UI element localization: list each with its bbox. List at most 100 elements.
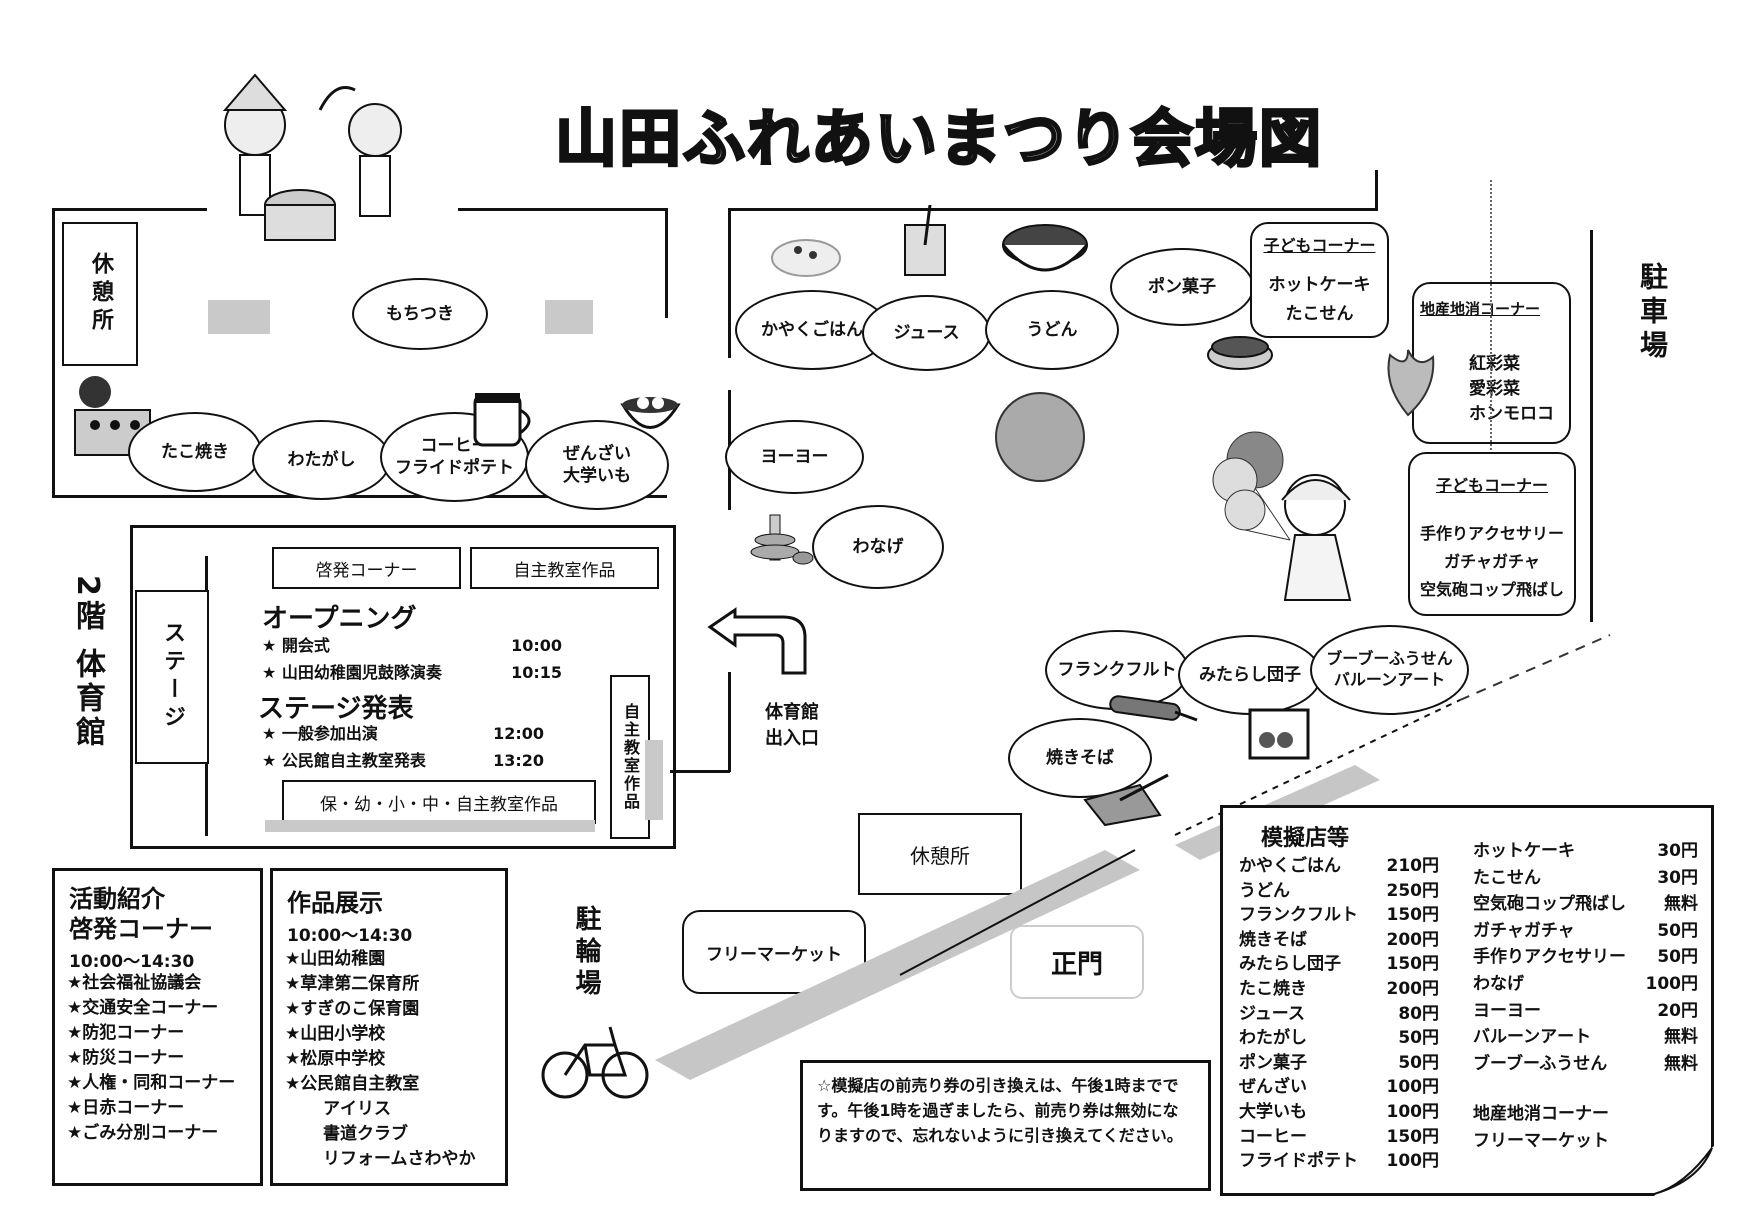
dotted-boundary — [1490, 180, 1492, 450]
opening-title: オープニング — [262, 604, 417, 634]
left-hall-wall-bottom — [52, 495, 667, 498]
kids-corner-1-item: たこせん — [1285, 304, 1354, 324]
booth-watagashi[interactable]: わたがし — [252, 420, 391, 500]
stage-item: ★ 公民館自主教室発表 — [262, 751, 426, 770]
stage-time: 12:00 — [493, 724, 544, 743]
booth-udon[interactable]: うどん — [985, 290, 1119, 370]
price-extra: フリーマーケット — [1473, 1130, 1609, 1151]
left-hall-wall-top-b — [458, 208, 668, 211]
works-box: 作品展示 10:00～14:30 ★山田幼稚園 ★草津第二保育所 ★すぎのこ保育… — [270, 868, 508, 1186]
activities-list: ★社会福祉協議会 ★交通安全コーナー ★防犯コーナー ★防災コーナー ★人権・同… — [67, 971, 235, 1146]
gym-exit-floor — [670, 770, 730, 773]
parking-wall — [1590, 230, 1593, 622]
local-corner-item: 紅彩菜 — [1469, 354, 1520, 374]
works-item: ★すぎのこ保育園 — [285, 999, 420, 1019]
opening-time: 10:00 — [511, 636, 562, 655]
rest-area-center-label: 休憩所 — [910, 843, 970, 868]
frankfurter-illustration — [1109, 695, 1198, 722]
kids-corner-1: 子どもコーナー ホットケーキ たこせん — [1250, 222, 1389, 338]
kids-corner-2-item: 手作りアクセサリー — [1419, 524, 1564, 543]
hoyo-works-label: 保・幼・小・中・自主教室作品 — [320, 794, 558, 815]
left-hall-wall-left — [52, 208, 55, 498]
left-hall-wall-top-a — [52, 208, 207, 211]
activities-item: ★日赤コーナー — [67, 1098, 185, 1118]
booth-frank[interactable]: フランクフルト — [1045, 630, 1189, 710]
center-wall-top-b — [1375, 170, 1378, 211]
works-item: ★公民館自主教室 — [285, 1074, 420, 1094]
works-item: ★松原中学校 — [285, 1049, 386, 1069]
balloon-girl-illustration — [1212, 431, 1352, 601]
booth-yoyo[interactable]: ヨーヨー — [725, 420, 864, 494]
activities-item: ★社会福祉協議会 — [67, 973, 202, 993]
booth-boo-balloon[interactable]: ブーブーふうせん バルーンアート — [1310, 625, 1469, 715]
table-right — [545, 300, 593, 334]
price-row: 空気砲コップ飛ばし無料 — [1473, 894, 1698, 915]
booth-coffee-fries[interactable]: コーヒー フライドポテト — [380, 412, 529, 502]
gym-floor-label: 2階 体育館 — [70, 575, 105, 751]
price-list-title: 模擬店等 — [1261, 826, 1350, 851]
yakisoba-illustration — [1083, 773, 1169, 827]
works-sub-item: アイリス — [323, 1099, 391, 1119]
bike-parking-label: 駐輪場 — [571, 905, 601, 1001]
works-sub-item: リフォームさわやか — [323, 1149, 476, 1169]
jishu-works: 自主教室作品 — [470, 547, 659, 589]
works-sub-item: 書道クラブ — [323, 1124, 408, 1144]
works-time: 10:00～14:30 — [287, 926, 413, 946]
hoyo-works: 保・幼・小・中・自主教室作品 — [282, 780, 596, 824]
gym-exit-side — [728, 672, 731, 772]
udon-bowl-illustration — [1001, 224, 1089, 272]
booth-juice[interactable]: ジュース — [862, 295, 991, 371]
price-row: ブーブーふうせん無料 — [1473, 1053, 1698, 1074]
activities-item: ★防災コーナー — [67, 1048, 185, 1068]
rest-area-left: 休憩所 — [62, 222, 138, 366]
page-curl — [1654, 1146, 1714, 1196]
activities-item: ★ごみ分別コーナー — [67, 1123, 219, 1143]
main-gate-label: 正門 — [1050, 949, 1103, 980]
kayaku-dish-illustration — [771, 239, 841, 277]
center-wall-top-a — [728, 208, 1378, 211]
stage-program-title: ステージ発表 — [258, 694, 414, 724]
booth-yakisoba[interactable]: 焼きそば — [1008, 718, 1152, 798]
booth-mitarashi[interactable]: みたらし団子 — [1178, 635, 1322, 715]
works-item: ★山田幼稚園 — [285, 949, 386, 969]
booth-zenzai[interactable]: ぜんざい 大学いも — [525, 420, 669, 510]
booth-wanage[interactable]: わなげ — [812, 505, 944, 589]
booth-pongashi[interactable]: ポン菓子 — [1110, 248, 1254, 326]
opening-time: 10:15 — [511, 663, 562, 682]
kids-corner-1-item: ホットケーキ — [1268, 275, 1371, 295]
coffee-cup-illustration — [473, 393, 531, 447]
gym-entrance-arrow — [707, 607, 807, 675]
booth-mochitsuki[interactable]: もちつき — [352, 278, 488, 350]
booth-takoyaki[interactable]: たこ焼き — [128, 412, 262, 492]
activities-title-1: 活動紹介 — [69, 885, 165, 913]
center-wall-left — [728, 208, 731, 358]
presale-notice-text: ☆模擬店の前売り券の引き換えは、午後1時までです。午後1時を過ぎましたら、前売り… — [817, 1076, 1183, 1145]
works-list: ★山田幼稚園 ★草津第二保育所 ★すぎのこ保育園 ★山田小学校 ★松原中学校 ★… — [285, 947, 476, 1172]
activities-title-2: 啓発コーナー — [69, 915, 213, 943]
presale-notice: ☆模擬店の前売り券の引き換えは、午後1時までです。午後1時を過ぎましたら、前売り… — [800, 1060, 1211, 1191]
works-item: ★草津第二保育所 — [285, 974, 420, 994]
local-corner-item: 愛彩菜 — [1469, 379, 1520, 399]
price-extra: 地産地消コーナー — [1473, 1104, 1609, 1125]
pancake-illustration — [1207, 336, 1273, 370]
